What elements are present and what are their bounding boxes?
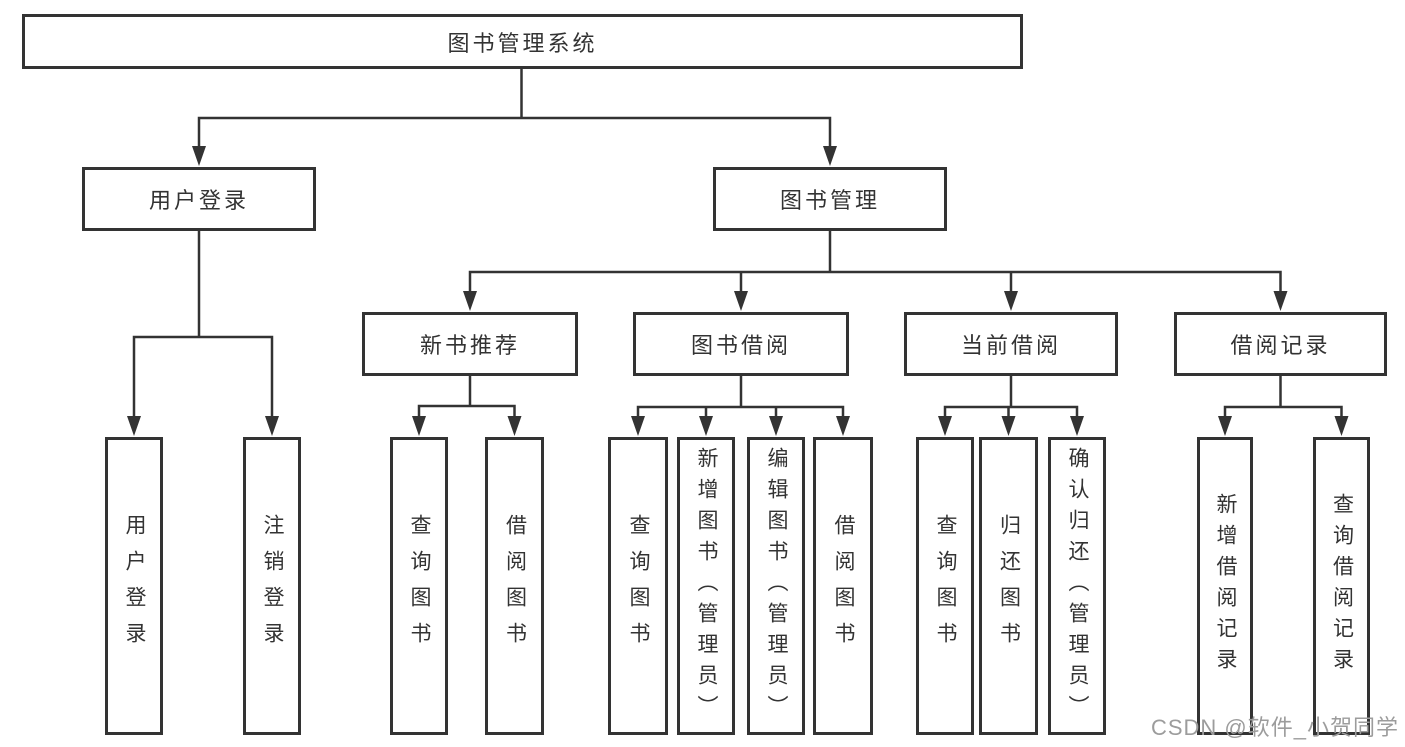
leaf-borrow-books-1: 借阅图书 <box>485 437 544 735</box>
leaf-confirm-return-admin: 确认归还（管理员） <box>1048 437 1106 735</box>
leaf-add-books-admin: 新增图书（管理员） <box>677 437 735 735</box>
arrowheads <box>127 146 1349 436</box>
leaf-user-login: 用户登录 <box>105 437 163 735</box>
node-book-management: 图书管理 <box>713 167 947 231</box>
node-current-borrowing: 当前借阅 <box>904 312 1118 376</box>
watermark-text: CSDN @软件_小贺同学 <box>1150 715 1399 740</box>
leaf-edit-books-admin: 编辑图书（管理员） <box>747 437 805 735</box>
node-library-management-system: 图书管理系统 <box>22 14 1023 69</box>
node-borrowing-records: 借阅记录 <box>1174 312 1387 376</box>
leaf-borrow-books-2: 借阅图书 <box>813 437 873 735</box>
node-book-borrowing: 图书借阅 <box>633 312 849 376</box>
node-new-book-recommendation: 新书推荐 <box>362 312 578 376</box>
node-user-login: 用户登录 <box>82 167 316 231</box>
leaf-return-books: 归还图书 <box>979 437 1038 735</box>
leaf-query-books-2: 查询图书 <box>608 437 668 735</box>
leaf-query-books-1: 查询图书 <box>390 437 448 735</box>
branch-lines <box>132 68 1343 418</box>
leaf-query-borrow-record: 查询借阅记录 <box>1313 437 1370 735</box>
leaf-query-books-3: 查询图书 <box>916 437 974 735</box>
leaf-logout: 注销登录 <box>243 437 301 735</box>
leaf-add-borrow-record: 新增借阅记录 <box>1197 437 1253 735</box>
